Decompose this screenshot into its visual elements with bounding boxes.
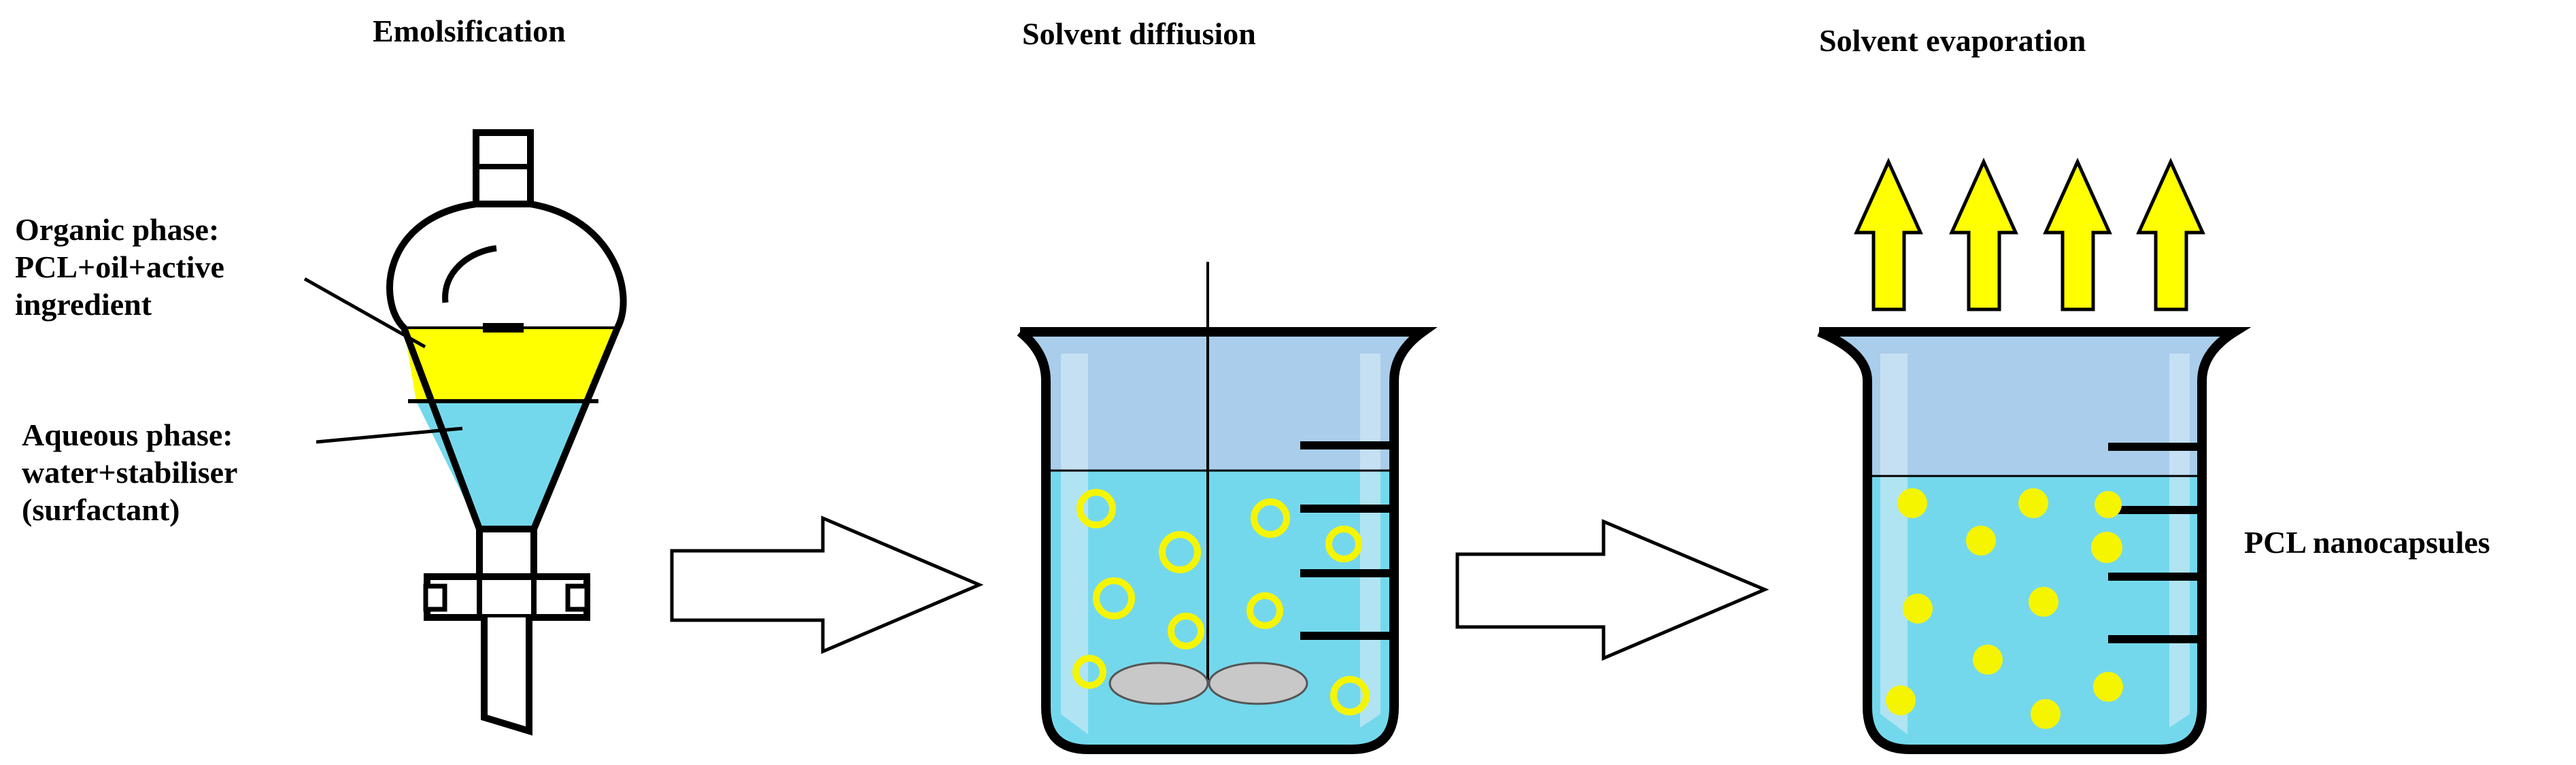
organic-phase-leader [303,277,426,349]
funnel-glass-highlight [442,245,497,303]
evaporation-stage [1817,157,2252,754]
aqueous-phase-label: Aqueous phase: water+stabiliser (surfact… [22,416,237,529]
evaporation-beaker-outline [1817,327,2252,754]
diffusion-beaker [1017,262,1438,754]
organic-phase-line-2: PCL+oil+active [15,250,224,285]
diffusion-glass-highlight-left [1061,354,1088,734]
nanocapsule [1897,488,1927,518]
nanocapsule [1973,645,2003,675]
stirrer-blade-right [1208,662,1308,705]
organic-phase-line-1: Organic phase: [15,212,220,247]
droplet [1159,531,1201,573]
stage-title-emulsification: Emolsification [373,14,566,48]
emulsion-droplets [1072,489,1370,715]
process-arrow-1 [670,515,984,654]
diffusion-glass-highlight-right [1360,354,1380,728]
droplet [1168,613,1204,649]
aqueous-phase-line-1: Aqueous phase: [22,418,233,452]
stopcock-knob-left [423,583,447,612]
nanocapsule [2029,587,2058,617]
organic-phase-line-3: ingredient [15,287,152,322]
droplet [1072,655,1106,689]
droplet [1330,676,1370,715]
funnel-stem-lower [481,617,532,736]
stopcock [424,573,590,621]
nanocapsule [1903,594,1933,624]
evaporation-glass-highlight-right [2169,354,2190,728]
droplet [1251,498,1290,538]
organic-phase-label: Organic phase: PCL+oil+active ingredient [15,211,224,324]
diffusion-beaker-outline [1017,327,1438,754]
organic-phase-liquid [404,328,617,401]
droplet [1077,489,1116,528]
nanocapsules-label: PCL nanocapsules [2244,525,2490,560]
nanocapsule [2095,491,2122,518]
aqueous-phase-leader [316,426,463,444]
stage-title-solvent-evaporation: Solvent evaporation [1819,23,2086,58]
vapor-arrow-icon [2136,157,2205,311]
vapor-arrow-icon [2043,157,2112,311]
droplet [1247,592,1283,629]
stopcock-knob-right [565,583,590,612]
vapor-arrow-icon [1949,157,2018,311]
pcl-nanocapsules [1886,488,2123,729]
vapor-arrows [1854,157,2205,311]
funnel-stem-upper [476,526,537,580]
stirrer-blade-left [1108,662,1209,705]
aqueous-phase-line-3: (surfactant) [22,492,180,528]
separatory-funnel [303,129,627,736]
evaporation-glass-highlight-left [1880,354,1908,734]
stage-title-solvent-diffusion: Solvent diffiusion [1022,16,1256,51]
droplet [1325,526,1362,562]
vapor-arrow-icon [1854,157,1923,311]
nanocapsule [1886,685,1916,715]
droplet [1093,577,1135,619]
process-arrow-2 [1455,519,1769,661]
nanocapsule [1966,526,1996,556]
aqueous-phase-line-2: water+stabiliser [22,455,238,490]
nanocapsule [2018,488,2048,518]
nanocapsule [2093,672,2123,702]
nanocapsule [2031,699,2061,729]
nanocapsule [2091,532,2122,563]
